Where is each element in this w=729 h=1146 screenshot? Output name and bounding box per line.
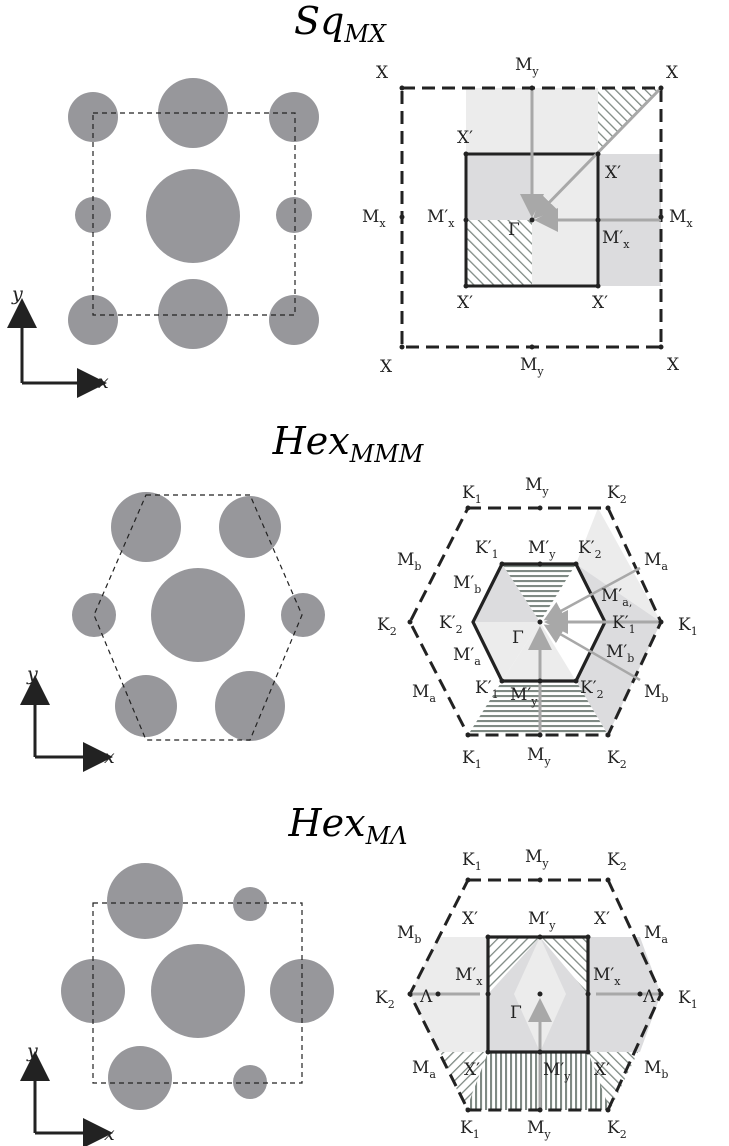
svg-text:My: My [527,745,551,768]
svg-text:Γ: Γ [512,628,524,648]
svg-text:K′2: K′2 [580,678,604,701]
brillouin-zone-hex-ml: K1 K2 My Mb Ma K2 K1 Ma Mb K1 K2 My X′ M… [375,847,698,1141]
svg-text:K2: K2 [607,483,627,506]
svg-text:M′b: M′b [453,573,481,596]
svg-text:Γ: Γ [510,1003,522,1023]
svg-text:Ma: Ma [412,682,436,705]
svg-text:X′: X′ [605,163,621,183]
svg-text:Ma: Ma [644,550,668,573]
svg-text:Ma: Ma [412,1058,436,1081]
svg-text:x: x [104,1123,115,1145]
real-space-lattice [72,492,325,741]
svg-text:M′y: M′y [510,685,538,708]
svg-text:Mb: Mb [397,550,421,573]
unit-cell [92,112,296,316]
svg-text:Ma: Ma [644,923,668,946]
real-space-lattice [61,863,334,1110]
panel-sq: SqMX y x [6,0,693,398]
svg-text:Γ: Γ [508,220,520,240]
real-space-lattice [68,78,319,349]
svg-text:Mb: Mb [644,1058,668,1081]
axis-y-label: y [11,283,23,305]
svg-text:X′: X′ [594,1060,610,1080]
svg-text:K2: K2 [607,850,627,873]
svg-text:M′a: M′a [453,645,481,668]
svg-text:M′y: M′y [543,1060,571,1083]
svg-text:Λ: Λ [419,987,433,1007]
svg-text:K1: K1 [460,1118,480,1141]
svg-text:M′x: M′x [602,228,630,251]
svg-text:y: y [26,1040,38,1062]
svg-text:Mb: Mb [397,923,421,946]
svg-text:My: My [525,847,549,870]
svg-text:Mb: Mb [644,682,668,705]
svg-text:x: x [104,746,115,768]
brillouin-zone-sq: X X X X My My Mx Mx M′x M′x X′ X′ X′ X′ … [362,55,693,378]
svg-text:K′2: K′2 [578,538,602,561]
svg-text:My: My [525,475,549,498]
svg-text:M′y: M′y [528,538,556,561]
unit-cell [93,494,303,741]
axis-x-label: x [98,371,109,393]
svg-text:X′: X′ [464,1060,480,1080]
svg-text:K′1: K′1 [475,538,499,561]
svg-text:X′: X′ [462,909,478,929]
svg-text:X′: X′ [457,293,473,313]
svg-text:X′: X′ [594,909,610,929]
panel-title: HexMMM [272,419,425,468]
svg-text:K2: K2 [607,1118,627,1141]
svg-text:My: My [520,355,544,378]
panel-hex-ml: HexMΛ y x [20,801,698,1146]
svg-text:My: My [527,1118,551,1141]
svg-text:K1: K1 [462,748,482,771]
svg-text:X′: X′ [457,128,473,148]
axes-hex-ml: y x [20,1040,115,1146]
svg-text:y: y [26,663,38,685]
brillouin-zone-hex-mmm: K1 K2 My Mb Ma K2 K1 Ma Mb K1 K2 My K′1 … [377,475,698,771]
svg-text:M′x: M′x [455,965,483,988]
svg-text:K′1: K′1 [612,613,636,636]
svg-text:K′1: K′1 [475,678,499,701]
svg-text:K1: K1 [462,483,482,506]
svg-text:X′: X′ [592,293,608,313]
svg-text:X: X [666,63,679,83]
svg-text:K1: K1 [678,988,698,1011]
svg-text:K′2: K′2 [439,613,463,636]
svg-text:M′x: M′x [593,965,621,988]
unit-cell [92,902,303,1084]
svg-text:X: X [380,357,393,377]
svg-text:Mx: Mx [362,207,386,230]
svg-text:X: X [667,355,680,375]
svg-text:M′a,: M′a, [601,586,632,609]
svg-text:K1: K1 [462,850,482,873]
axes-hex-mmm: y x [20,663,115,772]
svg-text:My: My [515,55,539,78]
svg-text:K2: K2 [607,748,627,771]
svg-text:M′b: M′b [606,642,634,665]
panel-title: HexMΛ [288,801,408,850]
axes-sq: y x [6,283,109,398]
svg-text:K2: K2 [377,615,397,638]
panel-hex-mmm: HexMMM y x [20,419,698,772]
svg-text:Mx: Mx [669,207,693,230]
svg-text:M′x: M′x [427,207,455,230]
panel-title: SqMX [294,0,387,48]
svg-text:M′y: M′y [528,909,556,932]
svg-text:K1: K1 [678,615,698,638]
svg-text:Λ: Λ [642,987,656,1007]
svg-text:X: X [376,63,389,83]
svg-text:K2: K2 [375,988,395,1011]
